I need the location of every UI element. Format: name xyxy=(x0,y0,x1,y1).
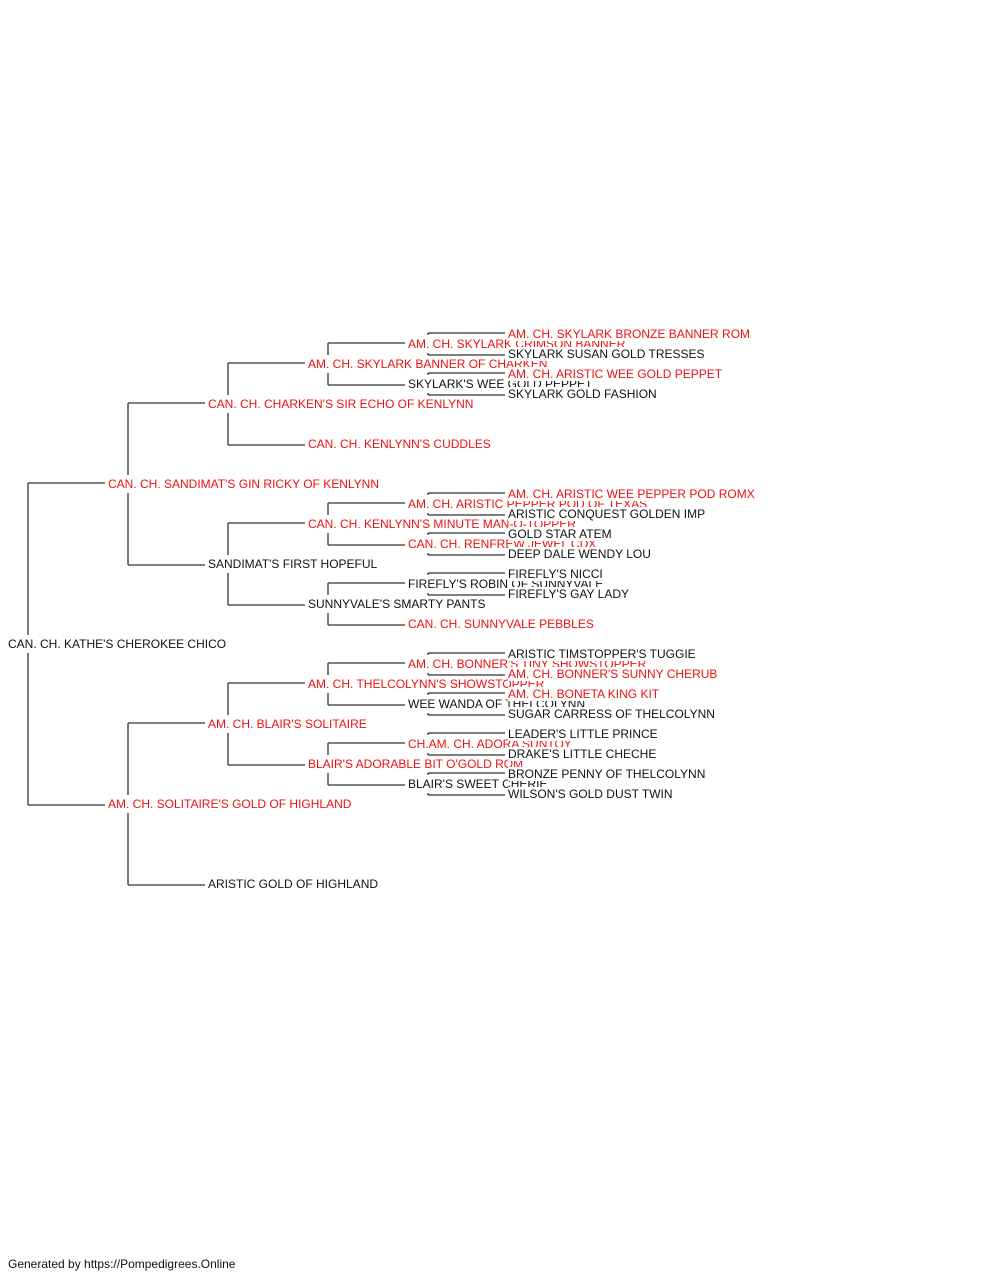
ancestor-name: GOLD STAR ATEM xyxy=(508,527,613,541)
ancestor-name: BLAIR'S ADORABLE BIT O'GOLD ROM xyxy=(308,757,525,771)
ancestor-name: FIREFLY'S GAY LADY xyxy=(508,587,630,601)
ancestor-name: CAN. CH. KENLYNN'S CUDDLES xyxy=(308,437,492,451)
ancestor-name: CAN. CH. SUNNYVALE PEBBLES xyxy=(408,617,595,631)
ancestor-name: AM. CH. THELCOLYNN'S SHOWSTOPPER xyxy=(308,677,546,691)
subject-dog-name: CAN. CH. KATHE'S CHEROKEE CHICO xyxy=(8,637,228,651)
ancestor-name: LEADER'S LITTLE PRINCE xyxy=(508,727,659,741)
ancestor-name: SKYLARK SUSAN GOLD TRESSES xyxy=(508,347,706,361)
ancestor-name: CAN. CH. SANDIMAT'S GIN RICKY OF KENLYNN xyxy=(108,477,380,491)
ancestor-name: SKYLARK GOLD FASHION xyxy=(508,387,658,401)
ancestor-name: AM. CH. SKYLARK BANNER OF CHARKEN xyxy=(308,357,549,371)
ancestor-name: AM. CH. ARISTIC WEE GOLD PEPPET xyxy=(508,367,724,381)
ancestor-name: FIREFLY'S NICCI xyxy=(508,567,604,581)
footer-credit: Generated by https://Pompedigrees.Online xyxy=(8,1257,236,1271)
ancestor-name: SANDIMAT'S FIRST HOPEFUL xyxy=(208,557,379,571)
ancestor-name: ARISTIC GOLD OF HIGHLAND xyxy=(208,877,380,891)
ancestor-name: SUNNYVALE'S SMARTY PANTS xyxy=(308,597,487,611)
ancestor-name: AM. CH. ARISTIC WEE PEPPER POD ROMX xyxy=(508,487,756,501)
ancestor-name: AM. CH. BONETA KING KIT xyxy=(508,687,661,701)
ancestor-name: SUGAR CARRESS OF THELCOLYNN xyxy=(508,707,716,721)
ancestor-name: CAN. CH. CHARKEN'S SIR ECHO OF KENLYNN xyxy=(208,397,475,411)
ancestor-name: ARISTIC TIMSTOPPER'S TUGGIE xyxy=(508,647,697,661)
ancestor-name: DEEP DALE WENDY LOU xyxy=(508,547,652,561)
ancestor-name: DRAKE'S LITTLE CHECHE xyxy=(508,747,658,761)
ancestor-name: AM. CH. SOLITAIRE'S GOLD OF HIGHLAND xyxy=(108,797,353,811)
ancestor-name: AM. CH. BONNER'S SUNNY CHERUB xyxy=(508,667,719,681)
ancestor-name: AM. CH. SKYLARK BRONZE BANNER ROM xyxy=(508,327,752,341)
ancestor-name: ARISTIC CONQUEST GOLDEN IMP xyxy=(508,507,707,521)
ancestor-name: AM. CH. BLAIR'S SOLITAIRE xyxy=(208,717,368,731)
ancestor-name: WILSON'S GOLD DUST TWIN xyxy=(508,787,674,801)
ancestor-name: BRONZE PENNY OF THELCOLYNN xyxy=(508,767,707,781)
